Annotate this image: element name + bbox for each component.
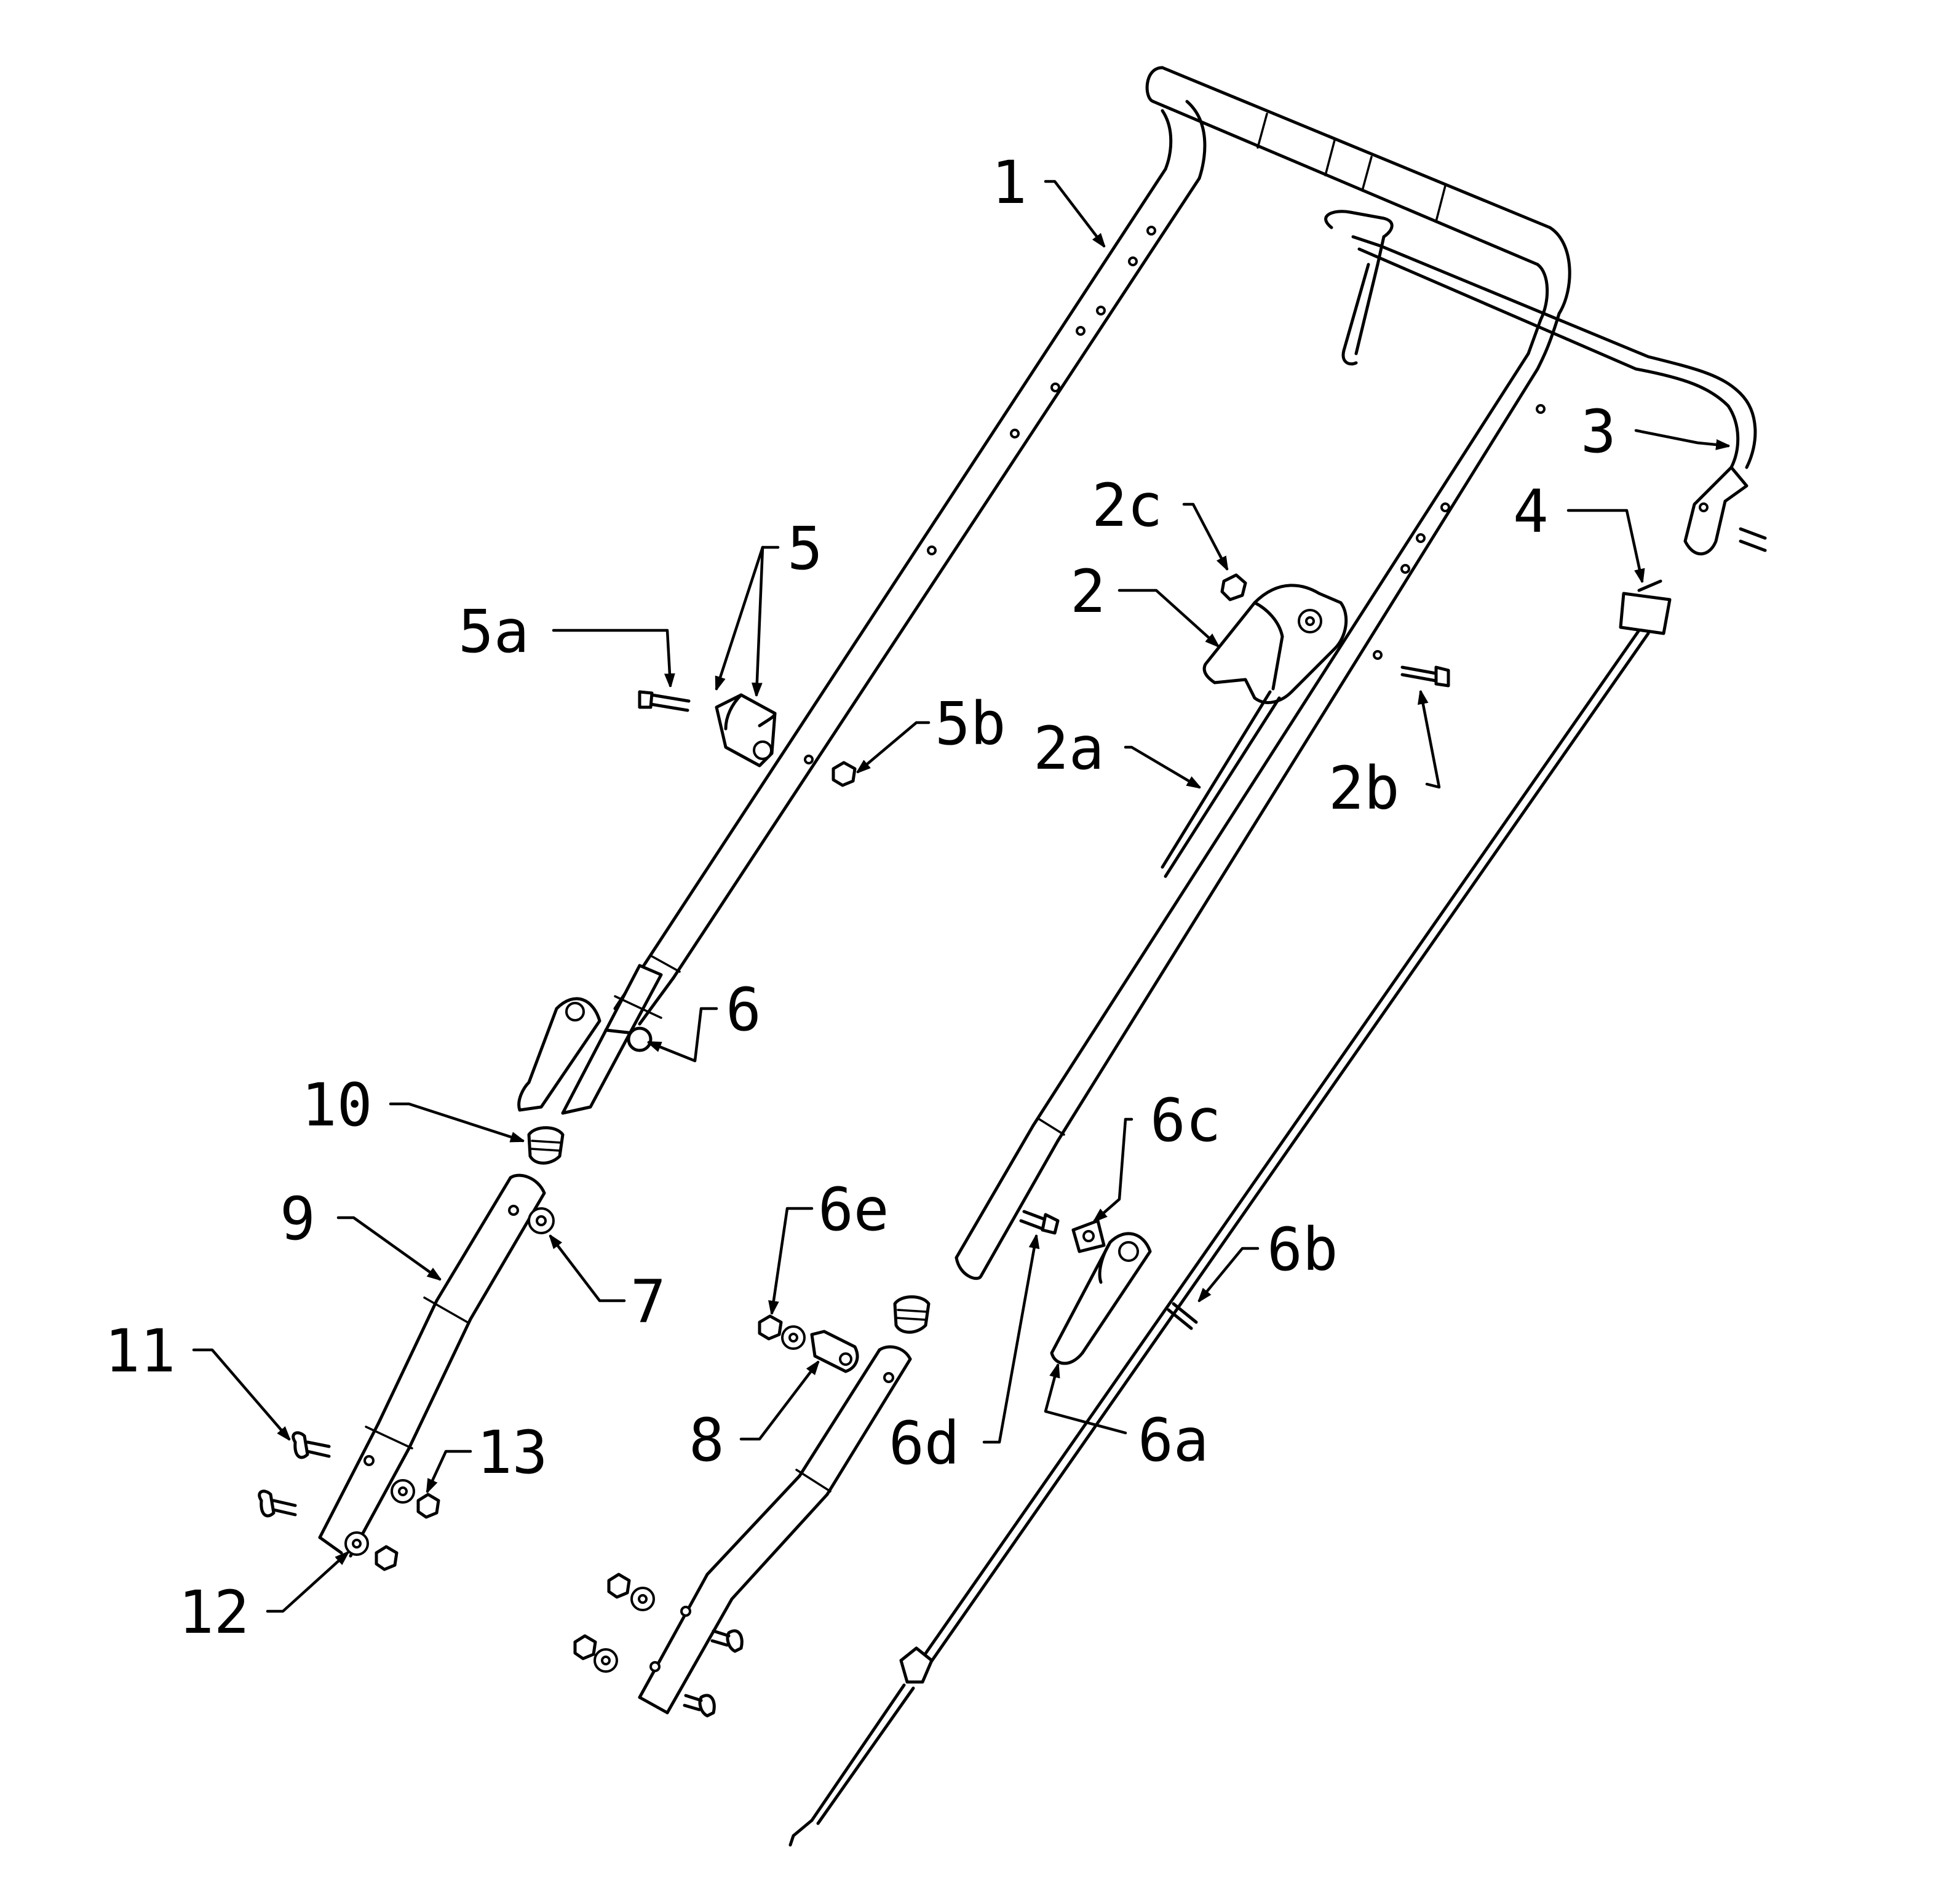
- callout-7: 7: [630, 1267, 666, 1336]
- bolt-11: [292, 1431, 331, 1459]
- nut-5b: [832, 761, 857, 787]
- control-cable: [788, 579, 1672, 1847]
- callout-6c: 6c: [1150, 1086, 1221, 1155]
- spring-6b: [1167, 1302, 1198, 1330]
- callout-6d: 6d: [889, 1409, 960, 1478]
- callout-8: 8: [689, 1406, 724, 1475]
- callout-11: 11: [105, 1317, 176, 1386]
- pin-6d: [1019, 1210, 1060, 1235]
- washer-lower-right-1: [630, 1587, 655, 1611]
- bolt-5a: [638, 690, 691, 712]
- callout-5a: 5a: [458, 597, 530, 666]
- nut-lower-right-1: [607, 1573, 631, 1599]
- callout-2a: 2a: [1033, 714, 1105, 783]
- bolt-lower-left: [258, 1489, 297, 1518]
- throttle-rod: [1161, 690, 1281, 878]
- callout-6a: 6a: [1138, 1406, 1209, 1475]
- screw-2b: [1400, 665, 1450, 688]
- washer-7: [528, 1207, 555, 1234]
- upper-handle-frame: [517, 66, 1571, 1280]
- cable-bracket: [715, 693, 777, 768]
- callout-10: 10: [301, 1071, 373, 1140]
- leader-lines: [192, 180, 1728, 1613]
- callout-2: 2: [1070, 557, 1106, 626]
- washer-12: [344, 1531, 369, 1556]
- clamp-lever-6a: [1050, 1232, 1152, 1365]
- throttle-housing: [1202, 584, 1348, 704]
- washer-13: [391, 1479, 415, 1504]
- washer-6e: [781, 1325, 806, 1350]
- callout-4: 4: [1513, 477, 1549, 546]
- callout-12: 12: [178, 1578, 250, 1647]
- callout-9: 9: [280, 1184, 316, 1253]
- knob-6: [604, 1026, 653, 1052]
- callout-6e: 6e: [818, 1175, 889, 1244]
- bushing-right: [893, 1295, 931, 1334]
- lower-tube-right: [638, 1345, 912, 1715]
- callout-3: 3: [1581, 397, 1616, 466]
- plate-6c: [1071, 1219, 1106, 1253]
- bolt-lower-right-1: [710, 1629, 744, 1653]
- link-8: [810, 1330, 859, 1373]
- bushing-10: [527, 1126, 565, 1165]
- nut-lower-right-2: [573, 1634, 597, 1660]
- callout-13: 13: [477, 1418, 548, 1487]
- washer-lower-right-2: [593, 1648, 618, 1673]
- callout-2c: 2c: [1092, 471, 1163, 540]
- callout-5b: 5b: [935, 689, 1006, 758]
- nut-12: [375, 1545, 399, 1571]
- bail-lever: [1324, 210, 1767, 556]
- callout-labels: 1 2 2a 2b 2c 3 4 5 5a 5b 6 6a 6b 6c 6d 6…: [105, 148, 1616, 1647]
- callout-2b: 2b: [1328, 754, 1400, 823]
- nut-6e: [758, 1314, 783, 1341]
- callout-5: 5: [787, 514, 823, 583]
- nut-2c: [1220, 573, 1247, 601]
- callout-1: 1: [991, 148, 1027, 217]
- callout-6b: 6b: [1267, 1215, 1338, 1284]
- bolt-lower-right-2: [683, 1694, 716, 1718]
- callout-6: 6: [726, 975, 761, 1044]
- nut-13: [416, 1493, 440, 1519]
